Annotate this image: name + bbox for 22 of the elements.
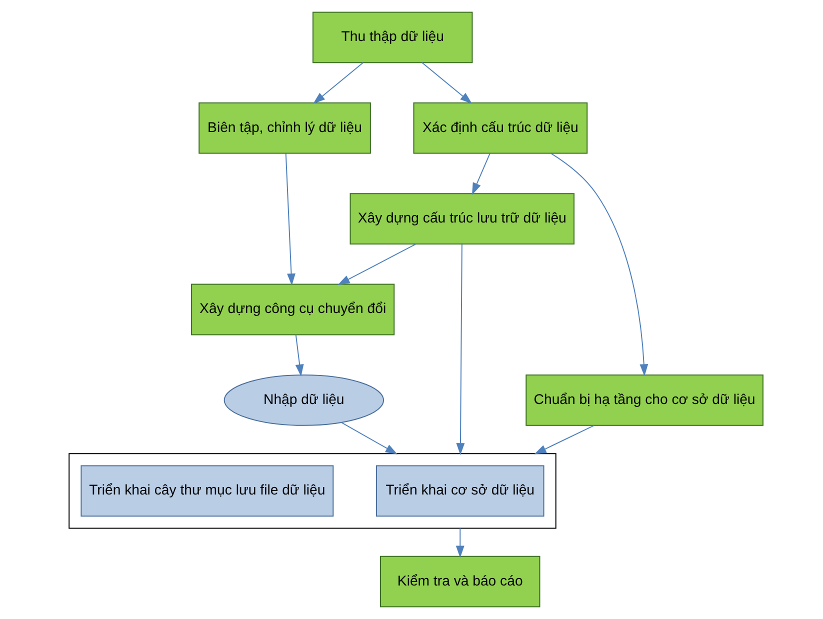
cluster [68,453,556,529]
arrow [471,153,490,195]
arrow [455,528,464,558]
arrow [550,152,648,376]
node-box: Chuẩn bị hạ tầng cho cơ sở dữ liệu [525,374,763,426]
node-box: Biên tập, chỉnh lý dữ liệu [198,102,370,154]
arrow [294,334,304,376]
node-ellipse: Nhập dữ liệu [223,374,384,426]
arrow [456,244,464,456]
node-box: Thu thập dữ liệu [312,12,472,64]
arrow [284,153,295,286]
node-box: Triển khai cơ sở dữ liệu [375,465,544,517]
arrow [337,244,416,285]
arrow [421,62,472,104]
node-box: Xác định cấu trúc dữ liệu [412,102,588,154]
arrow [312,62,363,104]
node-box: Xây dựng cấu trúc lưu trữ dữ liệu [349,193,574,244]
arrow [534,425,594,454]
node-box: Triển khai cây thư mục lưu file dữ liệu [80,465,334,517]
node-box: Kiểm tra và báo cáo [380,556,540,608]
arrow [340,422,398,454]
node-box: Xây dựng công cụ chuyển đổi [190,284,394,336]
